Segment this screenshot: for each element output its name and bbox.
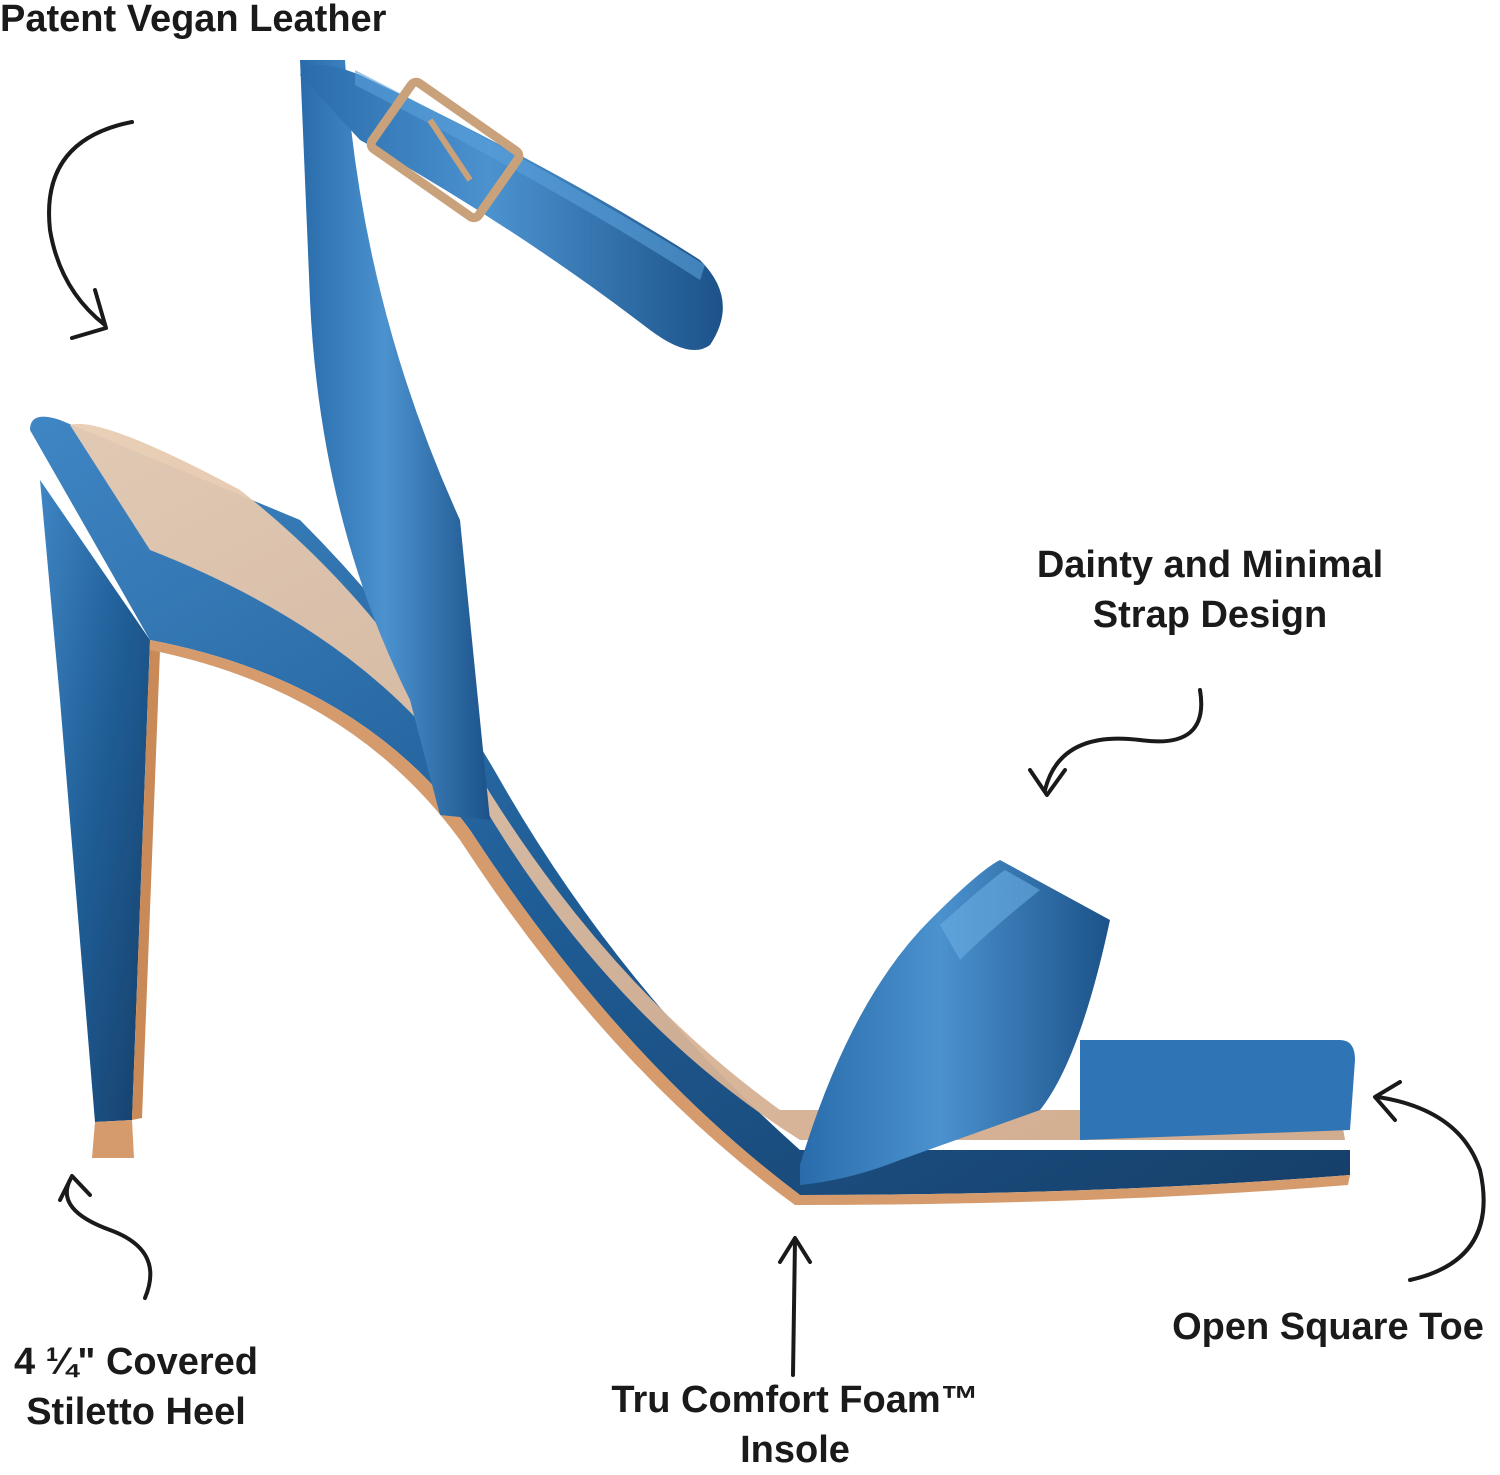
- heel-tip: [92, 1120, 134, 1158]
- label-stiletto-heel: 4 ¼" Covered Stiletto Heel: [13, 1341, 258, 1433]
- curved-arrow-icon: [58, 1174, 153, 1300]
- insole: [70, 423, 1345, 1141]
- toe-platform: [1080, 1040, 1355, 1140]
- label-open-square-toe: Open Square Toe: [1172, 1306, 1484, 1348]
- curved-arrow-icon: [778, 1236, 812, 1377]
- label-patent-vegan-leather: Patent Vegan Leather: [0, 0, 387, 40]
- label-comfort-foam-insole: Tru Comfort Foam™ Insole: [611, 1379, 979, 1471]
- curved-arrow-icon: [1028, 688, 1204, 797]
- buckle-icon: [366, 77, 524, 223]
- curved-arrow-icon: [47, 120, 134, 340]
- ankle-strap: [300, 65, 723, 350]
- label-strap-design: Dainty and Minimal Strap Design: [1036, 544, 1384, 636]
- toe-strap: [800, 860, 1110, 1185]
- stiletto-heel: [40, 480, 150, 1122]
- curved-arrow-icon: [1373, 1080, 1486, 1282]
- heel-strap: [300, 60, 490, 820]
